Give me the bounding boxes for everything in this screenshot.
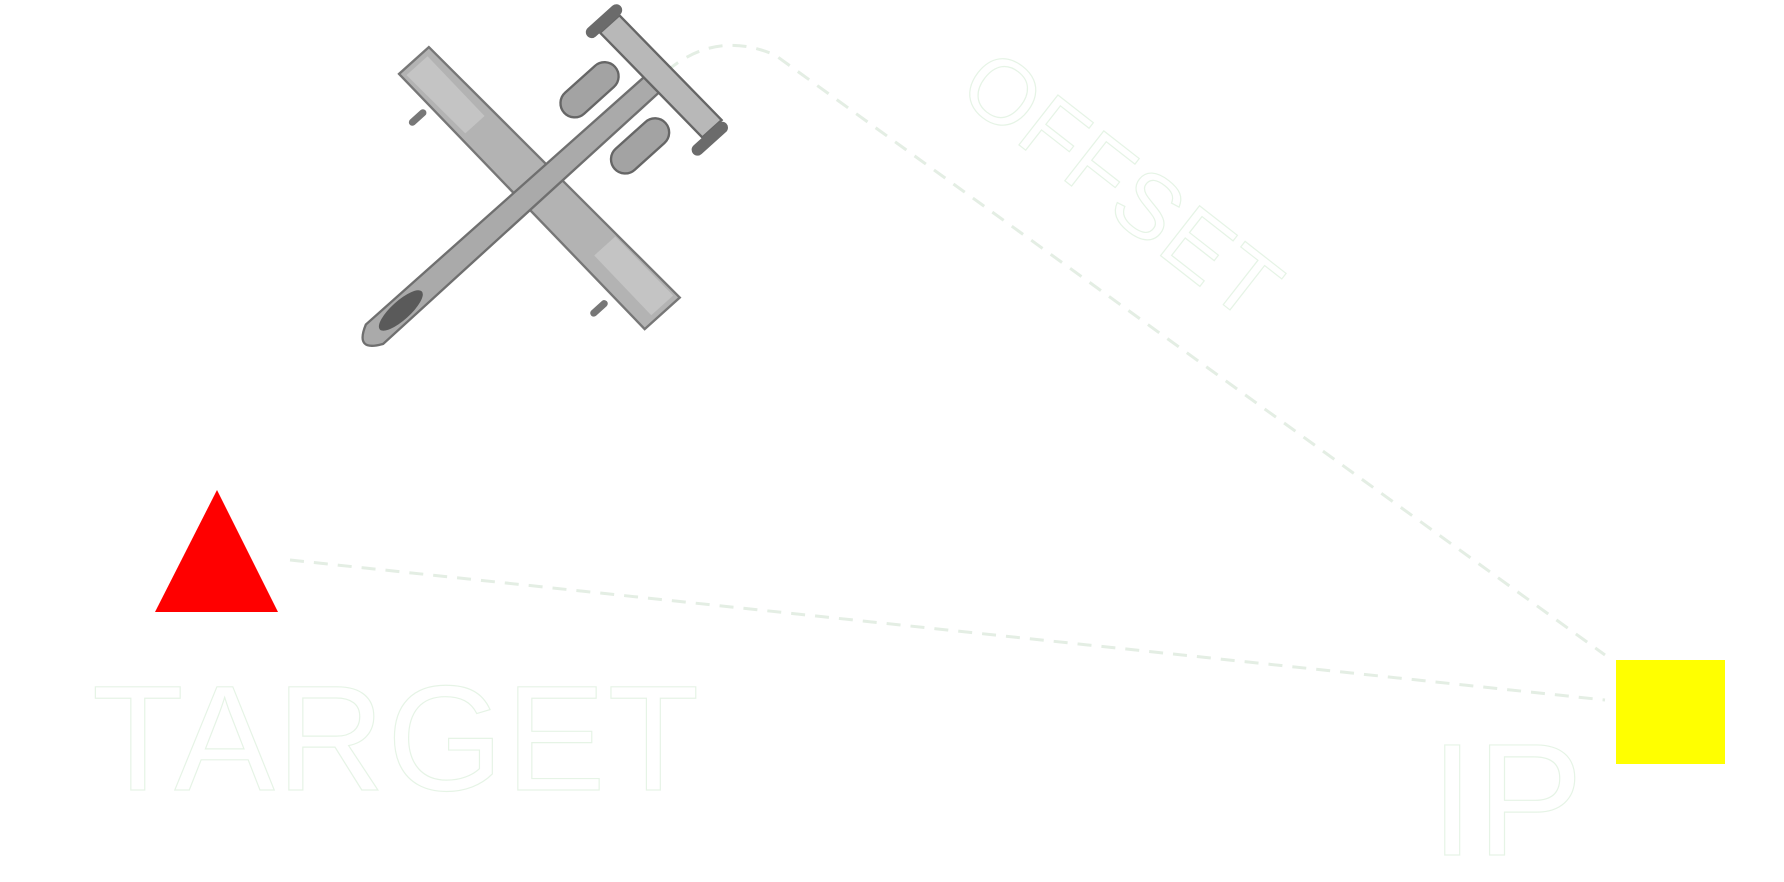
offset-label: OFFSET bbox=[943, 30, 1301, 341]
target-to-ip-route bbox=[289, 558, 1606, 702]
ip-label: IP bbox=[1430, 710, 1585, 882]
offset-route bbox=[648, 43, 1606, 657]
target-triangle-marker bbox=[155, 490, 278, 612]
a10-aircraft-icon bbox=[361, 4, 728, 347]
target-label: TARGET bbox=[92, 654, 701, 822]
ip-square-marker bbox=[1616, 660, 1725, 764]
